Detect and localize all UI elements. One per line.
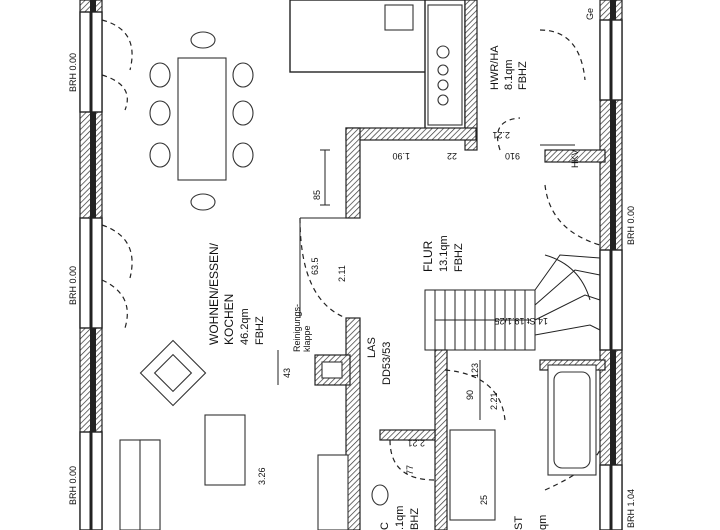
small-room-area: qm	[537, 515, 549, 530]
brh-label-1: BRH 0.00	[68, 53, 78, 92]
dim-635: 63.5	[310, 257, 320, 275]
kitchen-fixtures: WM TR	[384, 4, 463, 126]
living-floor: FBHZ	[254, 316, 266, 345]
ge-label: Ge	[585, 8, 595, 20]
dim-43: 43	[282, 368, 292, 378]
dim-326: 3.26	[257, 467, 267, 485]
las-label: LAS	[366, 337, 378, 358]
chimney	[314, 354, 351, 386]
dim-221-low: 2.21	[407, 438, 425, 448]
dim-123: 123	[470, 363, 480, 378]
wc-area: .1qm	[394, 506, 406, 530]
utility-area: 8.1qm	[503, 59, 515, 90]
stair-label: 14 St 19.1/25	[494, 316, 548, 326]
room-utility-label: HWR/HA 8.1qm FBHZ	[489, 45, 529, 90]
living-furniture	[119, 339, 246, 530]
hkv-label: HKV	[570, 149, 580, 168]
dim-221-top: 2.21	[492, 130, 510, 140]
room-living-label: WOHNEN/ESSEN/ KOCHEN 46.2qm FBHZ	[207, 242, 266, 345]
chimney-label: DD53/53	[381, 342, 393, 385]
revision-label-1: Reinigungs-	[292, 304, 302, 352]
wc-name: C	[379, 522, 391, 530]
dimension-lines	[277, 144, 575, 420]
bathtub	[449, 364, 597, 521]
hall-floor: FBHZ	[453, 243, 465, 272]
living-area: 46.2qm	[239, 308, 251, 345]
living-name-1: WOHNEN/ESSEN/	[207, 242, 221, 345]
room-hall-label: FLUR 13.1qm FBHZ	[421, 235, 465, 272]
dim-910: 910	[505, 151, 520, 161]
hall-area: 13.1qm	[438, 235, 450, 272]
dim-22: 22	[447, 151, 457, 161]
wc-fixtures	[317, 454, 389, 530]
utility-name: HWR/HA	[489, 45, 501, 90]
revision-label-2: klappe	[302, 325, 312, 352]
dining-table	[149, 31, 254, 211]
living-name-2: KOCHEN	[222, 294, 236, 345]
dim-221-mid: 2.21	[489, 392, 499, 410]
dim-77: 77	[405, 465, 415, 475]
dim-190: 1.90	[392, 151, 410, 161]
staircase	[424, 254, 601, 351]
brh-label-2: BRH 0.00	[68, 266, 78, 305]
brh-label-3: BRH 0.00	[68, 466, 78, 505]
dim-85: 85	[312, 190, 322, 200]
doors	[101, 19, 601, 491]
wc-floor: BHZ	[409, 508, 421, 530]
dim-211: 2.11	[337, 265, 347, 282]
room-wc-label: C .1qm BHZ	[379, 506, 421, 530]
dim-90: 90	[465, 390, 475, 400]
brh-label-4: BRH 0.00	[626, 206, 636, 245]
st-label: ST	[513, 516, 525, 530]
utility-floor: FBHZ	[517, 61, 529, 90]
dim-25: 25	[479, 495, 489, 505]
brh-label-5: BRH 1.04	[626, 489, 636, 528]
hall-name: FLUR	[421, 240, 435, 272]
